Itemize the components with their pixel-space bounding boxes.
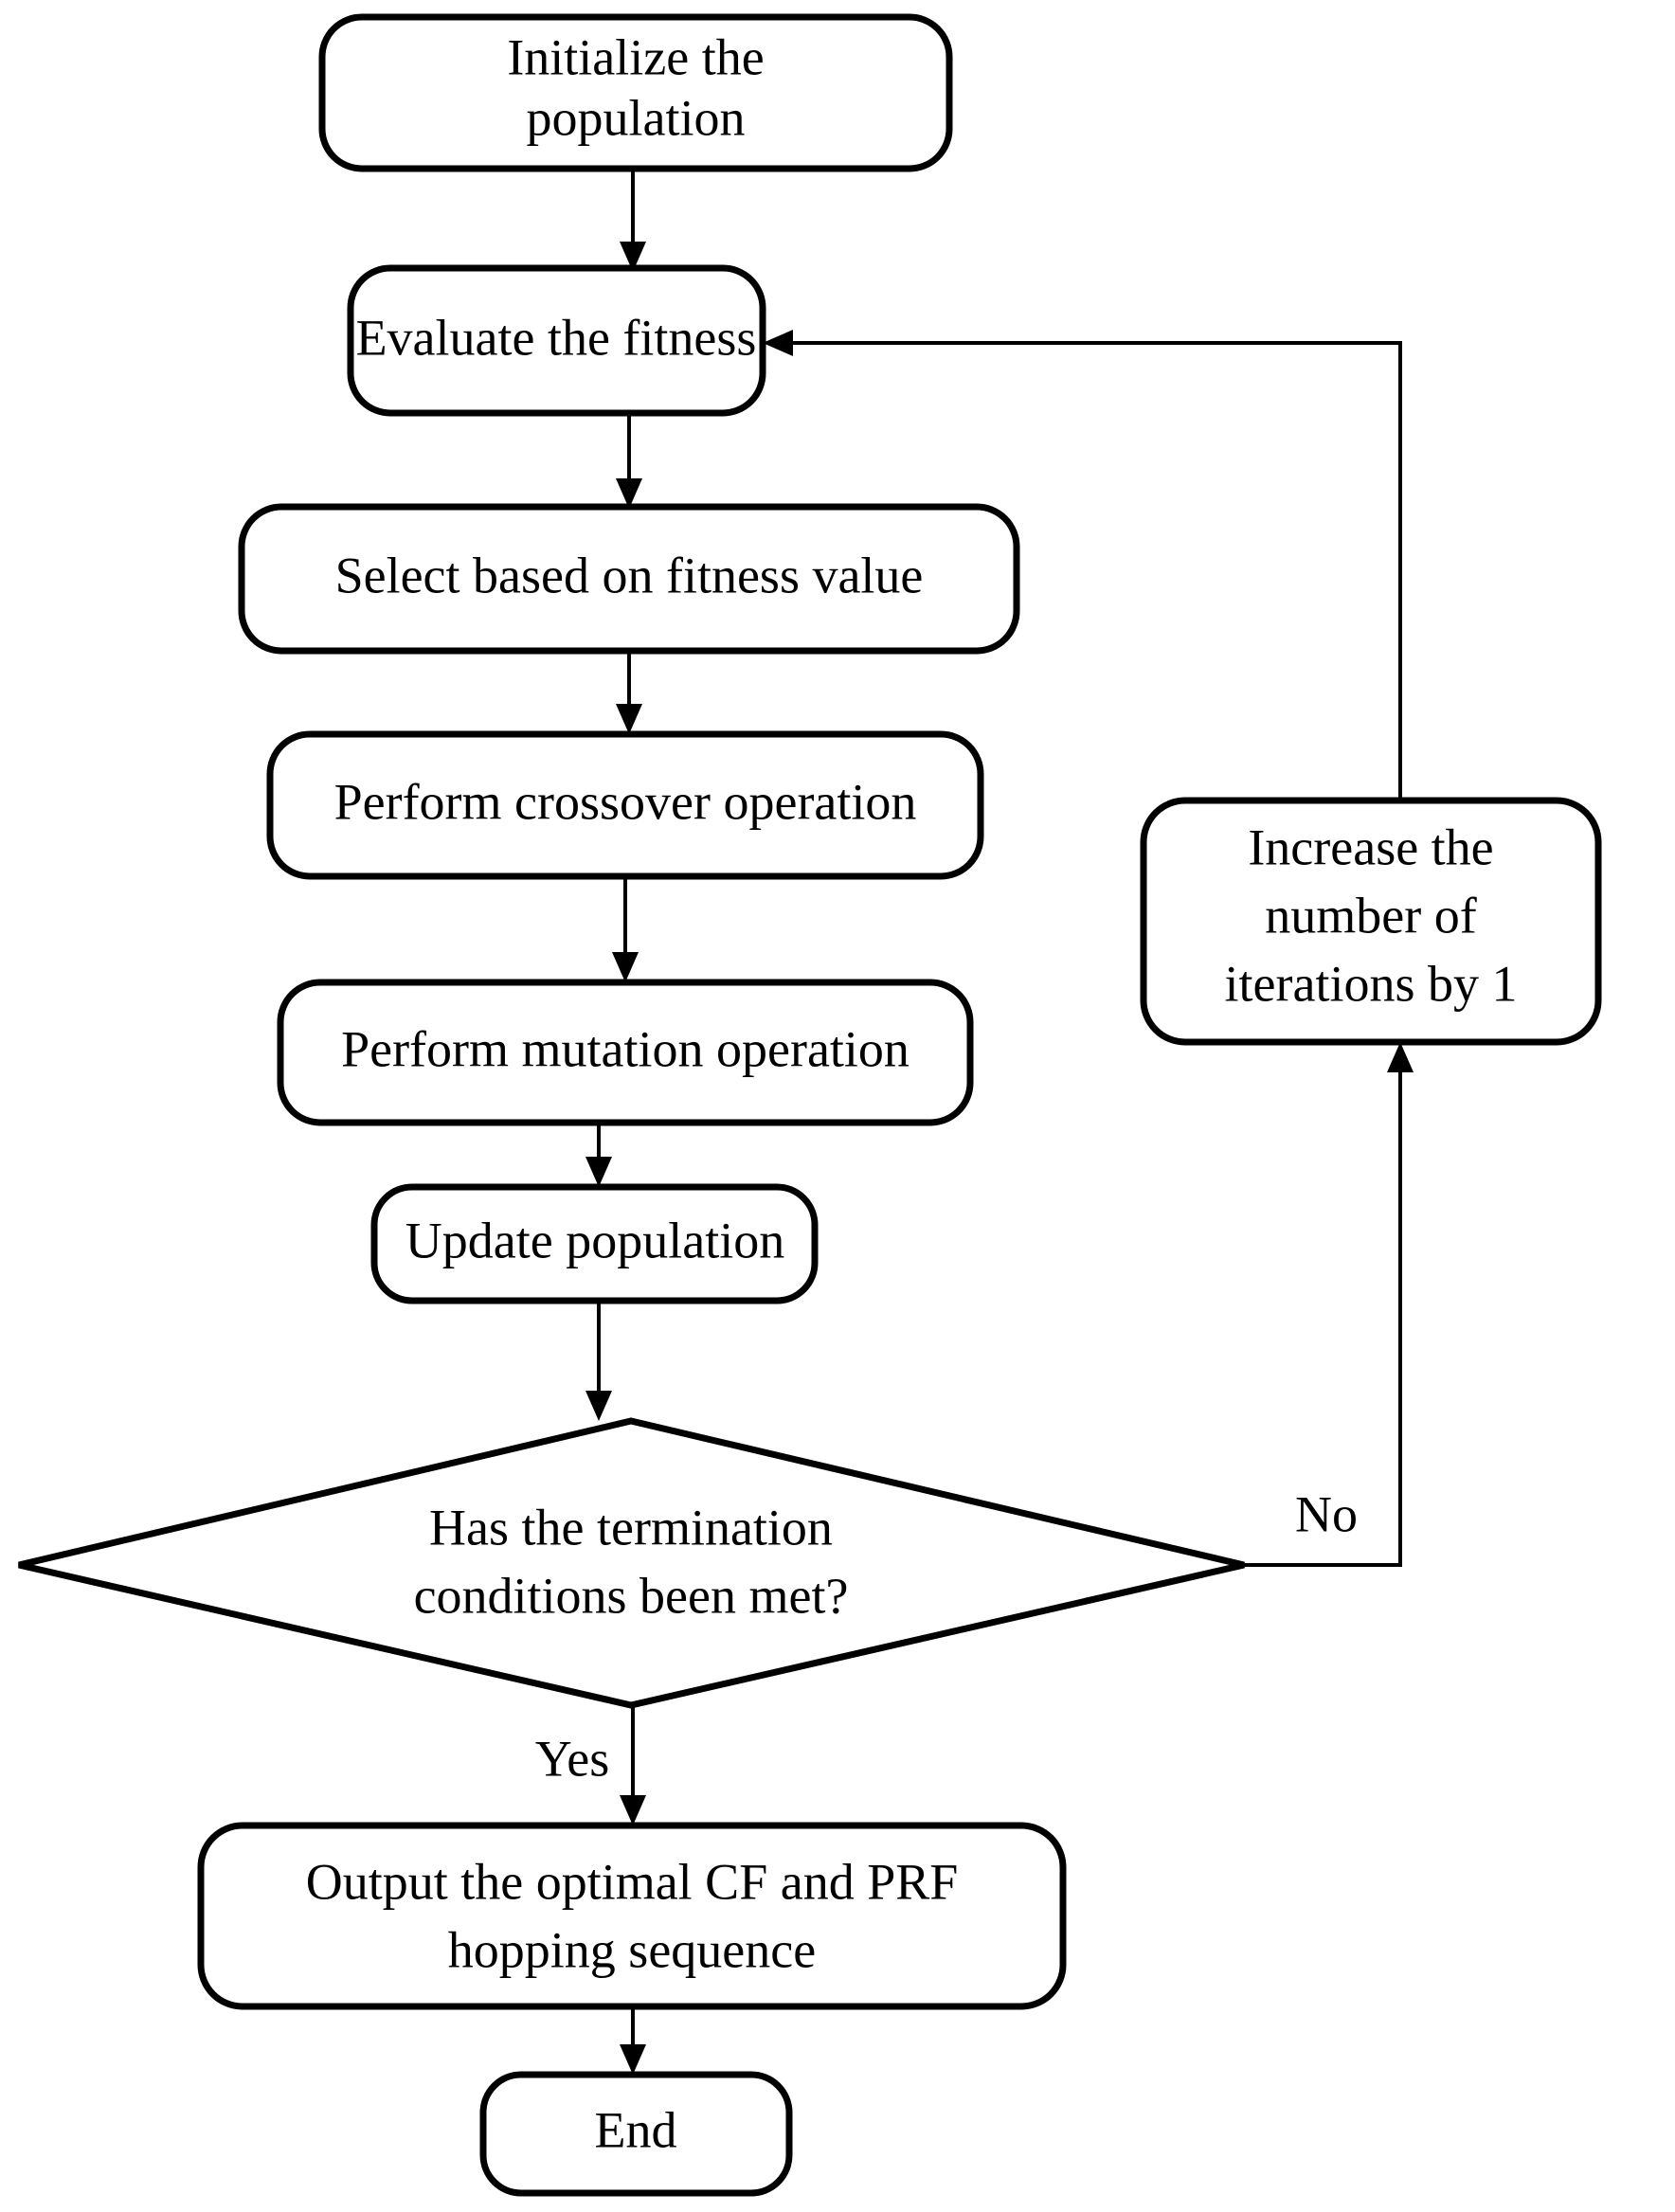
edge-decision-no-to-increase <box>1244 1042 1414 1567</box>
arrow-head-icon <box>620 1795 646 1825</box>
node-initialize-label-line2: population <box>527 89 746 146</box>
node-initialize-shape[interactable] <box>318 13 953 172</box>
node-mutation[interactable]: Perform mutation operation <box>277 979 974 1126</box>
node-evaluate-label: Evaluate the fitness <box>356 309 757 366</box>
edge-evaluate-to-select <box>616 413 642 509</box>
edge-line <box>1244 1060 1402 1567</box>
node-output[interactable]: Output the optimal CF and PRF hopping se… <box>197 1822 1067 2010</box>
arrow-head-icon <box>620 242 646 272</box>
node-update-label: Update population <box>405 1212 784 1268</box>
node-increase-shape[interactable] <box>1140 797 1602 1046</box>
node-end-label: End <box>595 2101 677 2158</box>
node-increase-label-line2: number of <box>1265 887 1476 944</box>
edge-output-to-end <box>620 2006 646 2075</box>
arrow-head-icon <box>585 1157 612 1187</box>
node-increase[interactable]: Increase the number of iterations by 1 <box>1140 797 1602 1046</box>
node-mutation-label: Perform mutation operation <box>341 1020 910 1077</box>
node-output-shape[interactable] <box>197 1822 1067 2010</box>
node-end-shape[interactable] <box>479 2071 793 2197</box>
arrow-head-icon <box>1387 1042 1414 1072</box>
arrow-head-icon <box>585 1391 612 1421</box>
arrow-head-icon <box>763 330 793 356</box>
node-decision[interactable]: Has the termination conditions been met? <box>18 1417 1245 1709</box>
edge-mutation-to-update <box>585 1123 612 1187</box>
edge-crossover-to-mutation <box>612 876 639 982</box>
node-decision-label-line1: Has the termination <box>429 1499 833 1556</box>
node-mutation-shape[interactable] <box>277 979 974 1126</box>
node-select-label: Select based on fitness value <box>335 547 924 603</box>
node-crossover-label: Perform crossover operation <box>334 773 917 830</box>
edge-label-yes: Yes <box>535 1730 610 1787</box>
node-evaluate-shape[interactable] <box>347 264 766 417</box>
node-initialize[interactable]: Initialize the population <box>318 13 953 172</box>
node-output-label-line1: Output the optimal CF and PRF <box>306 1853 959 1910</box>
node-select[interactable]: Select based on fitness value <box>238 503 1020 655</box>
edge-update-to-decision <box>585 1301 612 1421</box>
arrow-head-icon <box>612 952 639 982</box>
arrow-head-icon <box>616 704 642 734</box>
node-update-shape[interactable] <box>370 1183 819 1304</box>
arrow-head-icon <box>616 478 642 509</box>
edge-initialize-to-evaluate <box>620 169 646 272</box>
edge-line <box>781 341 1402 800</box>
node-crossover[interactable]: Perform crossover operation <box>266 730 984 880</box>
node-crossover-shape[interactable] <box>266 730 984 880</box>
node-decision-shape[interactable] <box>18 1417 1245 1709</box>
node-initialize-label-line1: Initialize the <box>507 28 764 85</box>
edge-label-no: No <box>1295 1485 1358 1542</box>
node-end[interactable]: End <box>479 2071 793 2197</box>
node-decision-label-line2: conditions been met? <box>414 1567 849 1624</box>
node-increase-label-line1: Increase the <box>1248 818 1493 875</box>
arrow-head-icon <box>620 2044 646 2075</box>
node-increase-label-line3: iterations by 1 <box>1225 955 1518 1012</box>
edge-select-to-crossover <box>616 651 642 734</box>
node-update[interactable]: Update population <box>370 1183 819 1304</box>
node-evaluate[interactable]: Evaluate the fitness <box>347 264 766 417</box>
edge-increase-to-evaluate <box>763 330 1402 800</box>
node-select-shape[interactable] <box>238 503 1020 655</box>
edge-decision-yes-to-output <box>620 1705 646 1825</box>
node-output-label-line2: hopping sequence <box>448 1921 816 1978</box>
